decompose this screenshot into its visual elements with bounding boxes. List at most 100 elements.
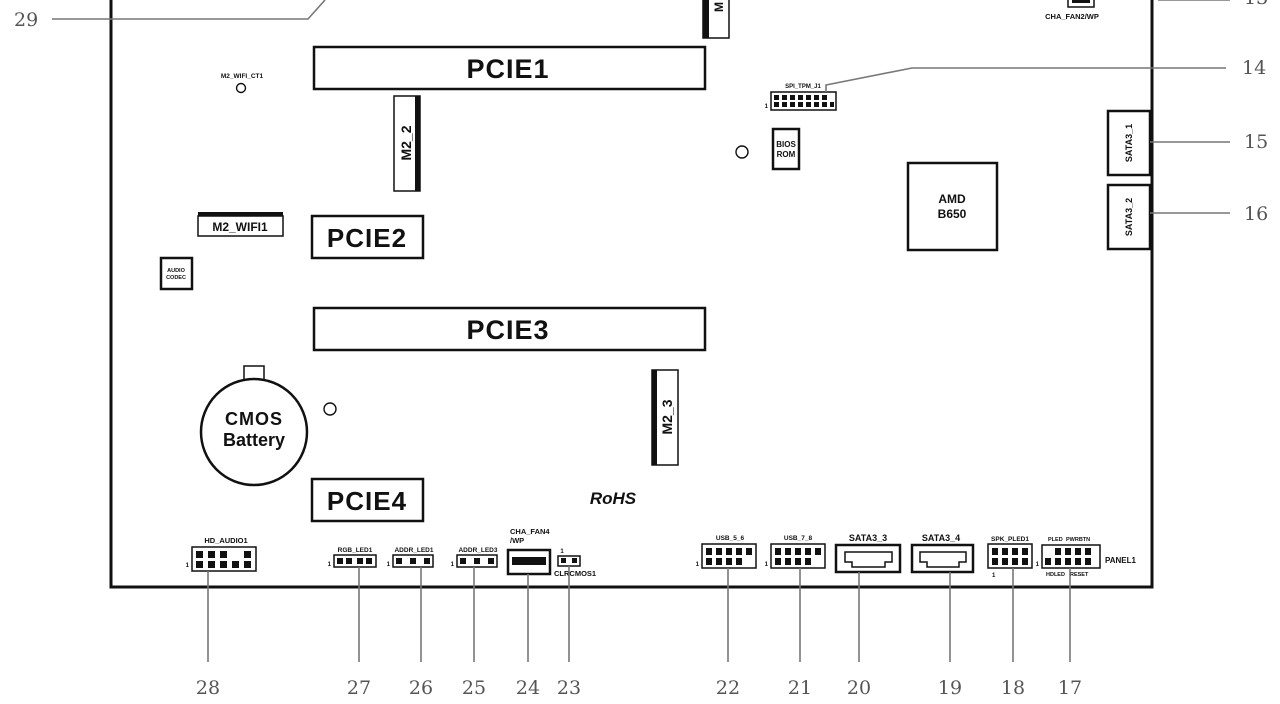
- callout-22: 22: [716, 677, 740, 699]
- rgb-led1-pins: [337, 558, 372, 564]
- addr-led1-pins: [396, 558, 430, 564]
- addr-led3-label: ADDR_LED3: [458, 547, 497, 554]
- pcie4-label: PCIE4: [327, 486, 407, 516]
- usb-7-8-label: USB_7_8: [784, 535, 813, 542]
- spk-pled1-pin1: 1: [992, 573, 996, 579]
- hd-audio1-label: HD_AUDIO1: [204, 536, 247, 545]
- panel-pled-label: PLED: [1048, 537, 1063, 543]
- callout-18: 18: [1001, 677, 1025, 699]
- callout-15: 15: [1244, 131, 1268, 153]
- sata3-4-port: [910, 543, 975, 574]
- cha-fan4-label-line1: CHA_FAN4: [510, 527, 550, 536]
- sata3-1-label: SATA3_1: [1124, 124, 1134, 162]
- addr-led1-label: ADDR_LED1: [394, 547, 433, 554]
- cha-fan2-header: [1067, 0, 1095, 8]
- panel1-pins: [1045, 548, 1091, 565]
- usb-5-6-label: USB_5_6: [716, 535, 745, 542]
- callout-13: 13: [1244, 0, 1268, 9]
- spk-pled1-label: SPK_PLED1: [991, 536, 1029, 543]
- mount-hole-left: [323, 402, 337, 416]
- addr-led1-pin1: 1: [387, 562, 391, 568]
- callout-23: 23: [557, 677, 581, 699]
- cmos-battery: [199, 377, 309, 487]
- callout-17: 17: [1058, 677, 1082, 699]
- m2-3-connector: [652, 370, 657, 465]
- m2-top-label: M: [712, 2, 726, 12]
- rgb-led1-header: [333, 554, 377, 568]
- m2-2-connector: [415, 96, 420, 191]
- addr-led3-pin1: 1: [451, 562, 455, 568]
- chipset-line1: AMD: [938, 192, 966, 206]
- audio-codec-line2: CODEC: [166, 275, 186, 281]
- clrcmos1-pin1: 1: [560, 549, 564, 555]
- panel1-pin1: 1: [1036, 562, 1040, 568]
- m2-wifi1-connector: [198, 212, 283, 216]
- sata3-1-port: [1106, 109, 1152, 177]
- usb-5-6-pins: [706, 548, 752, 565]
- clrcmos1-label: CLRCMOS1: [554, 569, 596, 578]
- panel-hdled-label: HDLED: [1046, 572, 1065, 578]
- sata3-4-socket: [919, 551, 967, 568]
- spk-pled1-pins: [992, 548, 1028, 565]
- callout-24: 24: [516, 677, 540, 699]
- bios-rom-line2: ROM: [777, 150, 796, 159]
- audio-codec-chip: [159, 256, 194, 291]
- callout-14-line: [825, 67, 1226, 92]
- mount-hole-right: [735, 145, 749, 159]
- sata3-4-label: SATA3_4: [922, 533, 960, 543]
- chipset: [906, 161, 999, 252]
- chipset-line2: B650: [938, 207, 967, 221]
- m2-3-label: M2_3: [659, 399, 675, 434]
- m2-2-label: M2_2: [398, 125, 414, 160]
- sata3-2-port: [1106, 183, 1152, 251]
- rohs-mark: RoHS: [590, 489, 637, 508]
- callout-16: 16: [1244, 203, 1268, 225]
- audio-codec-line1: AUDIO: [167, 268, 185, 274]
- cha-fan4-label-line2: /WP: [510, 536, 524, 545]
- rgb-led1-pin1: 1: [328, 562, 332, 568]
- cha-fan4-pins: [512, 557, 546, 565]
- pcie2-slot: [310, 214, 425, 260]
- pcie1-label: PCIE1: [466, 54, 549, 84]
- callout-29-line: [52, 0, 326, 20]
- callout-25: 25: [462, 677, 486, 699]
- cmos-battery-line1: CMOS: [225, 409, 283, 429]
- m2-wifi-ct1-hole: [235, 82, 247, 94]
- hd-audio1-pin1: 1: [186, 563, 190, 569]
- rgb-led1-label: RGB_LED1: [338, 547, 373, 554]
- callout-14: 14: [1242, 57, 1266, 79]
- clrcmos1-pins: [561, 558, 577, 563]
- pcie4-slot: [310, 477, 425, 523]
- callout-21: 21: [788, 677, 812, 699]
- spi-tpm-pin1: 1: [765, 104, 769, 110]
- spi-tpm-pins: [774, 95, 834, 107]
- callout-28: 28: [196, 677, 220, 699]
- pcie3-label: PCIE3: [466, 315, 549, 345]
- callout-19: 19: [938, 677, 962, 699]
- m2-wifi-ct1-label: M2_WIFI_CT1: [221, 73, 264, 80]
- pcie3-slot: [312, 306, 707, 352]
- panel-pwrbtn-label: PWRBTN: [1066, 537, 1090, 543]
- cmos-battery-line2: Battery: [223, 430, 285, 450]
- panel-reset-label: RESET: [1070, 572, 1089, 578]
- spi-tpm-header: [770, 91, 837, 111]
- sata3-3-socket: [844, 551, 893, 568]
- callout-26: 26: [409, 677, 433, 699]
- board-outline: [109, 0, 1154, 589]
- callout-27: 27: [347, 677, 371, 699]
- pcie2-label: PCIE2: [327, 223, 407, 253]
- addr-led3-pins: [460, 558, 494, 564]
- m2-top-connector: [703, 0, 709, 38]
- spi-tpm-label: SPI_TPM_J1: [785, 84, 821, 90]
- hd-audio1-pins: [196, 551, 251, 568]
- usb-7-8-pin1: 1: [765, 562, 769, 568]
- sata3-3-label: SATA3_3: [849, 533, 887, 543]
- usb-5-6-pin1: 1: [696, 562, 700, 568]
- m2-wifi1-label: M2_WIFI1: [212, 220, 268, 234]
- callout-20: 20: [847, 677, 871, 699]
- callout-29: 29: [14, 9, 38, 31]
- usb-7-8-pins: [775, 548, 821, 565]
- bios-rom-line1: BIOS: [776, 140, 796, 149]
- bios-rom-chip: [771, 127, 801, 171]
